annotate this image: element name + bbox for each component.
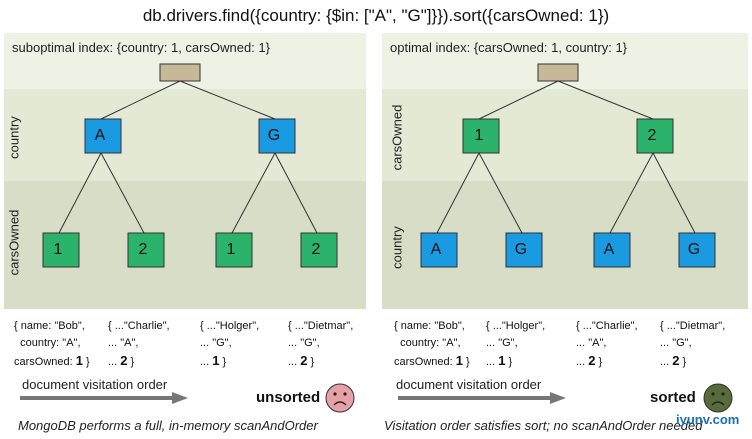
left-level2-node-3 (300, 232, 338, 268)
left-node-g: G (267, 127, 281, 144)
right-sad-face-icon (703, 383, 733, 413)
left-level1-node-0 (84, 118, 122, 154)
left-edge-leaf-0 (58, 152, 102, 234)
right-leaf-3: A (603, 241, 615, 258)
right-leaf-4: G (687, 241, 701, 258)
left-sad-face-eye-right (343, 392, 347, 396)
left-leaf-2: 2 (138, 241, 148, 258)
left-doc-dietmar: { ..."Dietmar", ... "G", ... 2 } (288, 320, 354, 368)
left-sad-face-mouth (333, 401, 347, 406)
left-edge-leaf-3 (274, 152, 318, 234)
right-band-level1 (382, 89, 748, 181)
left-axis-top: country (6, 116, 22, 159)
right-edge-root-0 (478, 80, 559, 120)
right-doc-dietmar: { ..."Dietmar", ... "G", ... 2 } (660, 320, 726, 368)
left-sad-face-icon (325, 383, 355, 413)
right-sad-face-eye-right (721, 392, 725, 396)
left-caption: MongoDB performs a full, in-memory scanA… (18, 418, 318, 433)
left-doc-bob: { name: "Bob", country: "A", carsOwned: … (14, 320, 90, 368)
right-caption: Visitation order satisfies sort; no scan… (384, 418, 703, 433)
right-axis-bottom: country (389, 226, 405, 269)
left-sad-face-eye-left (333, 392, 337, 396)
left-band-level1 (4, 89, 366, 181)
left-edge-root-0 (100, 80, 181, 120)
left-doc-charlie: { ..."Charlie", ... "A", ... 2 } (108, 320, 170, 368)
right-doc-charlie: { ..."Charlie", ... "A", ... 2 } (576, 320, 638, 368)
left-leaf-3: 1 (226, 241, 236, 258)
right-sad-face-mouth (711, 401, 725, 406)
right-node-1: 1 (474, 127, 484, 144)
right-level2-node-2 (593, 232, 631, 268)
right-root-node (537, 63, 579, 82)
left-leaf-1: 1 (53, 241, 63, 258)
right-edge-leaf-1 (478, 152, 523, 234)
right-index-label: optimal index: {carsOwned: 1, country: 1… (390, 40, 628, 55)
right-visit-label: document visitation order (396, 377, 542, 392)
right-axis-top: carsOwned (389, 104, 405, 171)
right-doc-bob: { name: "Bob", country: "A", carsOwned: … (394, 320, 470, 368)
right-level2-node-3 (678, 232, 716, 268)
left-level2-node-2 (215, 232, 253, 268)
left-doc-holger: { ..."Holger", ... "G", ... 1 } (200, 320, 260, 368)
right-level1-node-1 (636, 118, 674, 154)
left-status: unsorted (256, 389, 321, 406)
left-visit-arrow-head (172, 392, 188, 404)
left-edge-root-1 (179, 80, 276, 120)
left-edge-leaf-2 (231, 152, 276, 234)
right-edge-leaf-2 (609, 152, 654, 234)
left-axis-bottom: carsOwned (6, 209, 22, 276)
right-visit-arrow-head (550, 392, 566, 404)
right-level1-node-0 (462, 118, 500, 154)
right-edge-root-1 (557, 80, 654, 120)
left-level2-node-0 (42, 232, 80, 268)
left-level2-node-1 (127, 232, 165, 268)
watermark-text: iyunv.com (676, 412, 740, 427)
right-edge-leaf-0 (436, 152, 480, 234)
left-index-label: suboptimal index: {country: 1, carsOwned… (12, 40, 270, 55)
right-doc-holger: { ..."Holger", ... "G", ... 1 } (486, 320, 546, 368)
right-level2-node-1 (505, 232, 543, 268)
left-edge-leaf-1 (100, 152, 145, 234)
right-leaf-1: A (430, 241, 442, 258)
right-leaf-2: G (514, 241, 528, 258)
left-visit-label: document visitation order (22, 377, 168, 392)
left-level1-node-1 (258, 118, 296, 154)
left-leaf-4: 2 (311, 241, 321, 258)
right-status: sorted (650, 389, 696, 406)
left-node-a: A (94, 127, 106, 144)
right-edge-leaf-3 (652, 152, 696, 234)
right-node-2: 2 (647, 127, 657, 144)
right-level2-node-0 (420, 232, 458, 268)
right-sad-face-eye-left (711, 392, 715, 396)
query-title: db.drivers.find({country: {$in: ["A", "G… (142, 6, 610, 25)
left-root-node (159, 63, 201, 82)
